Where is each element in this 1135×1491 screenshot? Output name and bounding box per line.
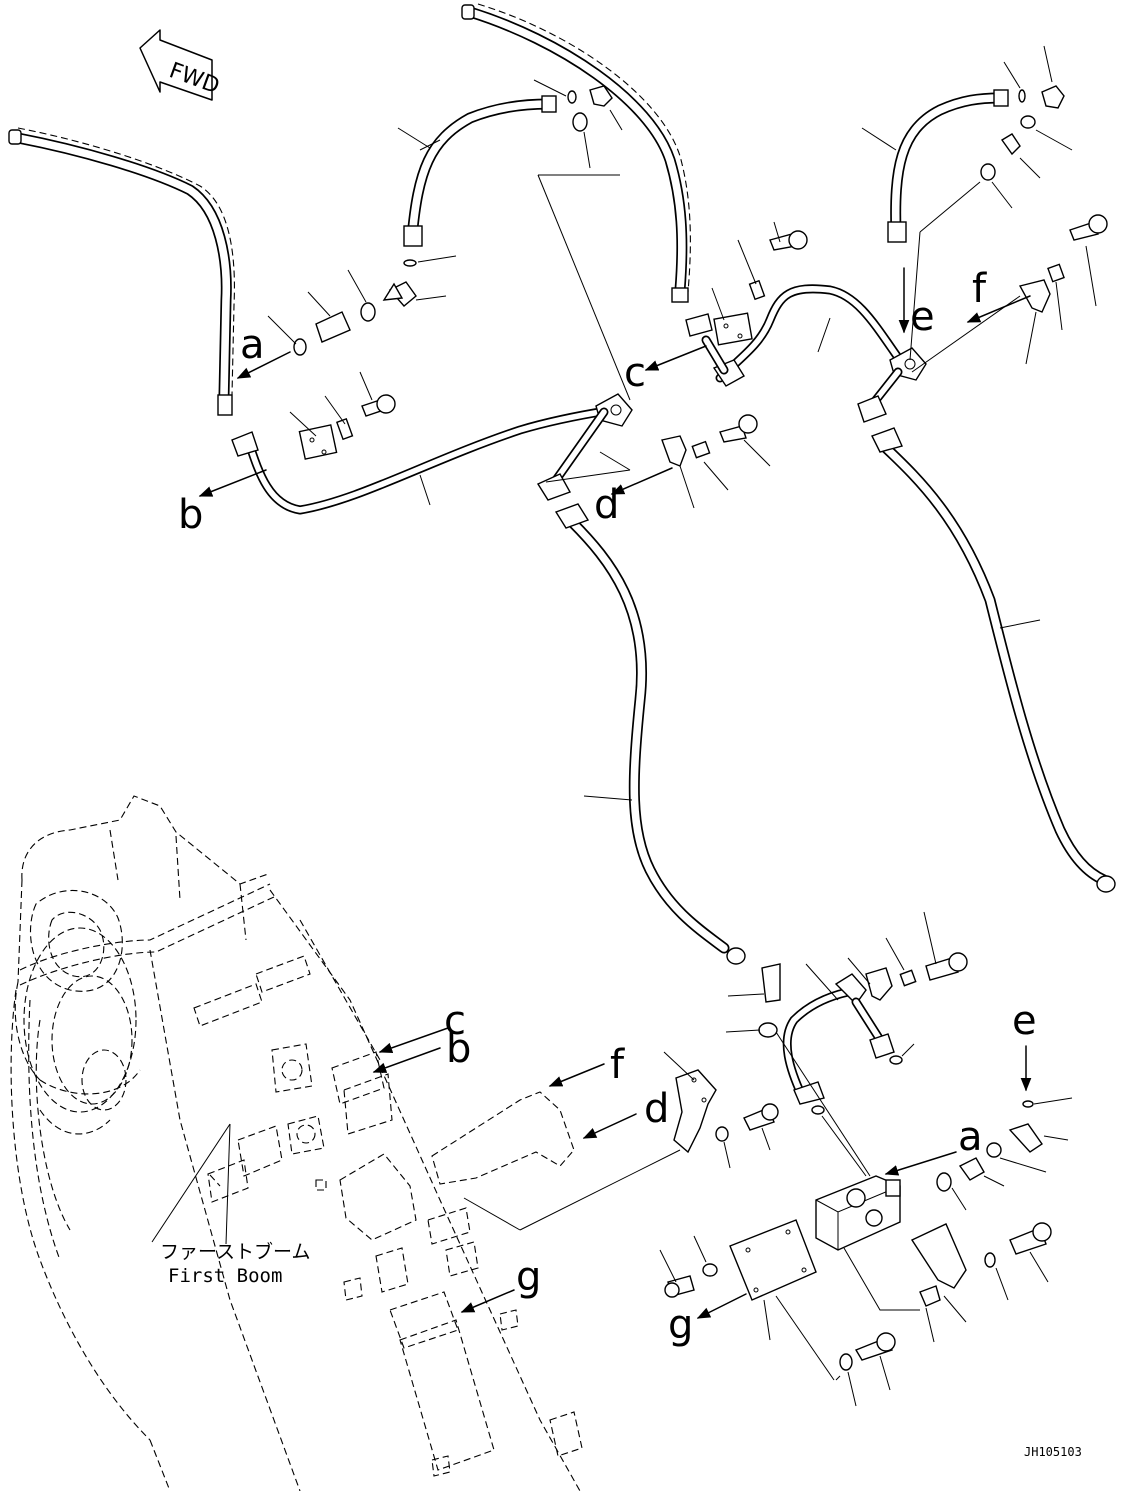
letter-b-lower: b: [446, 1026, 471, 1072]
boom-brackets: [193, 955, 583, 1477]
hose-right-long: [871, 427, 1116, 893]
letter-d-lower: d: [644, 1086, 669, 1132]
letter-b-upper: b: [178, 492, 203, 538]
clamp-d-lower: [463, 1051, 779, 1231]
hose-middle-long: [554, 503, 746, 965]
drawing-code: JH105103: [1024, 1445, 1082, 1459]
bracket-lower-right: [843, 1222, 1052, 1343]
letter-d-upper: d: [594, 482, 619, 528]
boom-label-en: First Boom: [168, 1265, 282, 1287]
fittings-upper-left: [267, 255, 457, 356]
arrows: [198, 267, 1032, 1319]
hose-upper-left: [397, 79, 631, 401]
letter-f-upper: f: [972, 266, 987, 312]
letter-e-lower: e: [1012, 998, 1037, 1044]
clamp-f-upper: [911, 214, 1108, 373]
boom-leader-lines: [151, 1123, 231, 1245]
letter-a-lower: a: [958, 1114, 983, 1160]
fwd-arrow: FWD: [139, 29, 223, 101]
valve-block: [815, 1097, 1073, 1251]
connection-letters: a b c d e f c b f d a e g g: [178, 266, 1037, 1348]
letter-e-upper: e: [910, 294, 935, 340]
pipe-c: [685, 221, 927, 423]
clamp-d-upper: [661, 414, 771, 509]
hose-left-long: [8, 127, 235, 416]
letter-g-plate: g: [668, 1302, 693, 1348]
plate-g: [659, 1219, 896, 1407]
letter-a-upper: a: [240, 322, 265, 368]
letter-g-boom: g: [516, 1254, 541, 1300]
pipe-lower-right: [725, 911, 968, 1177]
hose-upper-right: [861, 45, 1073, 361]
boom-label-jp: ファーストブーム: [160, 1240, 310, 1263]
pipe-b: [231, 371, 633, 515]
first-boom: [10, 795, 581, 1491]
letter-c-upper: c: [624, 350, 646, 396]
hose-top-center: [461, 3, 691, 303]
letter-f-lower: f: [610, 1042, 625, 1088]
letter-c-lower: c: [444, 998, 466, 1044]
